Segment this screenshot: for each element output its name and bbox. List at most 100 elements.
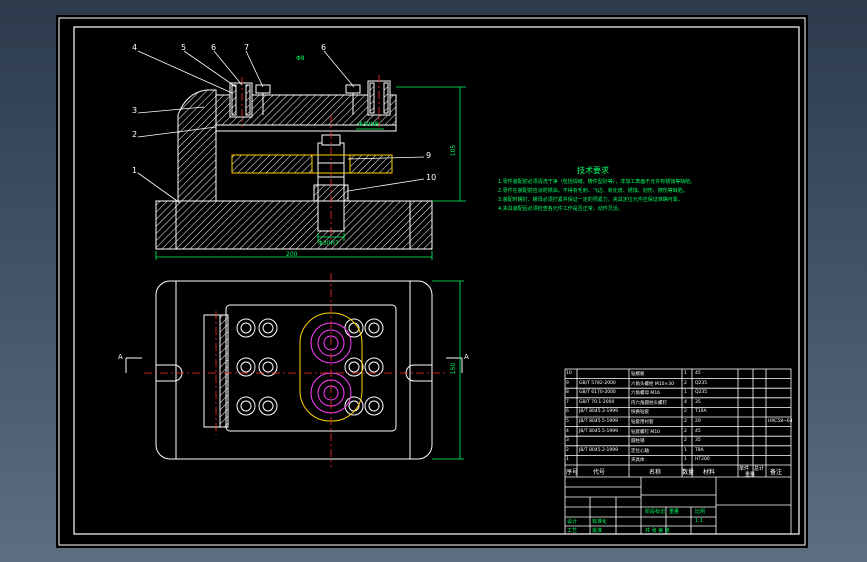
bom-cell-qty: 2: [684, 419, 687, 424]
top-view-base: [155, 280, 433, 460]
bom-cell-no: 2: [566, 447, 569, 453]
balloon-7: 7: [244, 43, 250, 52]
bom-cell-name: 夹具体: [631, 458, 645, 464]
tb-sheet: 共 张 第 张: [645, 528, 670, 534]
bom-table: [564, 368, 792, 535]
title-block: 设计 标准化 工艺 批准 阶段标记 重量 比例 1:1 共 张 第 张: [565, 477, 791, 534]
bom-cell-qty: 2: [684, 428, 687, 434]
bom-row: 8 GB/T 6170-2000 六角螺母 M16 1 Q235: [565, 388, 791, 398]
bom-cell-qty: 2: [684, 438, 687, 444]
bom-cell-no: 7: [566, 399, 569, 405]
section-mark-left: A: [118, 353, 123, 361]
balloon-6a: 6: [211, 43, 217, 52]
bom-cell-material: Q235: [695, 380, 708, 386]
section-mark-right: A: [464, 353, 469, 361]
bom-cell-name: 钻模板: [631, 372, 645, 377]
bom-cell-name: 快换钻套: [631, 410, 649, 416]
bom-header-note: 备注: [770, 469, 783, 476]
bom-cell-no: 4: [566, 428, 569, 434]
assembly-drawing: [58, 17, 806, 546]
tb-scale: 比例: [695, 509, 706, 515]
bom-cell-material: 35: [695, 399, 701, 405]
leader-lines: [137, 50, 425, 204]
bom-header-total: 总计: [754, 466, 765, 472]
tech-notes: 技术要求 1.零件装配前必须清洗干净（包括焊缝、铸件型砂等），非加工表面不允许有…: [498, 166, 728, 214]
bom-cell-name: 圆柱销: [631, 439, 645, 445]
bom-row: 1 夹具体 1 HT200: [565, 455, 791, 465]
dim-overall-height: 105: [450, 144, 458, 157]
bom-cell-qty: 2: [684, 380, 687, 386]
tech-note-4: 4.夹具装配后必须检查各元件工作是否正常，动作灵活。: [498, 206, 623, 212]
tb-standard: 标准化: [592, 519, 608, 525]
bom-cell-qty: 2: [684, 409, 687, 415]
bom-cell-no: 10: [566, 371, 572, 376]
bom-cell-material: 20: [695, 419, 701, 424]
dim-depth: 150: [450, 362, 458, 375]
balloon-3: 3: [132, 106, 138, 115]
tb-stage: 阶段标记: [645, 509, 666, 515]
bom-cell-no: 3: [566, 438, 569, 444]
balloon-6b: 6: [321, 43, 327, 52]
front-centerlines: [241, 75, 380, 241]
bom-header-no: 序号: [566, 469, 579, 476]
bom-cell-no: 8: [566, 390, 569, 396]
tb-weight: 重量: [669, 509, 680, 515]
balloon-9: 9: [426, 151, 432, 160]
bom-cell-material: 45: [695, 371, 701, 376]
balloon-5: 5: [181, 43, 187, 52]
bom-cell-qty: 1: [684, 371, 687, 376]
screw-heads: [236, 318, 384, 416]
sheet-outer-border: [58, 17, 806, 546]
bom-row: 7 GB/T 70.1-2000 内六角圆柱头螺钉 4 35: [565, 398, 791, 408]
bom-cell-material: 45: [695, 428, 701, 434]
balloon-2: 2: [132, 130, 138, 139]
bom-cell-material: T8A: [695, 447, 704, 453]
bom-cell-qty: 1: [684, 390, 687, 396]
pin-mark: Φ8: [296, 55, 305, 62]
bom-cell-qty: 1: [684, 447, 687, 453]
bom-cell-material: Q235: [695, 390, 708, 396]
dim-bore: Φ30H7: [318, 240, 339, 247]
tech-note-3: 3.装配时螺钉、螺母必须拧紧并保证一定的预紧力，夹具定位元件应保证准确可靠。: [498, 197, 683, 203]
bom-header-unit: 单件: [739, 466, 750, 472]
tb-scale-value: 1:1: [695, 518, 704, 524]
bom-cell-code: JB/T 8045.2-1999: [579, 447, 618, 453]
bom-cell-qty: 1: [684, 457, 687, 463]
tech-note-1: 1.零件装配前必须清洗干净（包括焊缝、铸件型砂等），非加工表面不允许有锈蚀等缺陷…: [498, 179, 696, 185]
tb-design: 设计: [567, 519, 578, 525]
bom-cell-code: JB/T 8045.3-1999: [579, 409, 618, 415]
bom-cell-note: HRC58~64: [768, 419, 793, 424]
bom-cell-no: 6: [566, 409, 569, 415]
bom-cell-code: JB/T 8045.5-1999: [579, 419, 618, 424]
balloon-4: 4: [132, 43, 138, 52]
balloon-1: 1: [132, 166, 138, 175]
bom-cell-code: GB/T 70.1-2000: [579, 399, 615, 405]
tb-process: 工艺: [567, 528, 578, 534]
bom-cell-material: HT200: [695, 457, 710, 463]
bom-header: 序号 代号 名称 数量 材料 单件 总计 重量 备注: [565, 465, 791, 478]
bom-cell-code: GB/T 5782-2000: [579, 380, 616, 386]
bom-cell-no: 1: [566, 457, 569, 463]
bom-cell-qty: 4: [684, 399, 687, 405]
bom-header-material: 材料: [703, 469, 716, 476]
base-plate: [155, 200, 433, 250]
bom-cell-name: 六角头螺栓 M10×30: [631, 381, 675, 387]
bom-cell-name: 钻套用衬套: [631, 420, 654, 425]
dim-slot: Φ30H8: [358, 121, 379, 128]
cad-viewport[interactable]: 4 5 6 7 6 3 2 1 9 10 Φ8 200 105 Φ30H7 Φ3…: [56, 15, 808, 548]
bom-header-code: 代号: [593, 469, 606, 476]
bom-cell-name: 六角螺母 M16: [631, 391, 661, 397]
bom-cell-code: JB/T 8045.5-1999: [579, 428, 618, 434]
bom-cell-code: GB/T 6170-2000: [579, 390, 616, 396]
upright-body: [177, 89, 217, 202]
bom-cell-name: 内六角圆柱头螺钉: [631, 400, 667, 406]
balloon-10: 10: [426, 173, 437, 182]
front-dimensions: [155, 86, 466, 260]
top-centerlines: [144, 273, 446, 467]
